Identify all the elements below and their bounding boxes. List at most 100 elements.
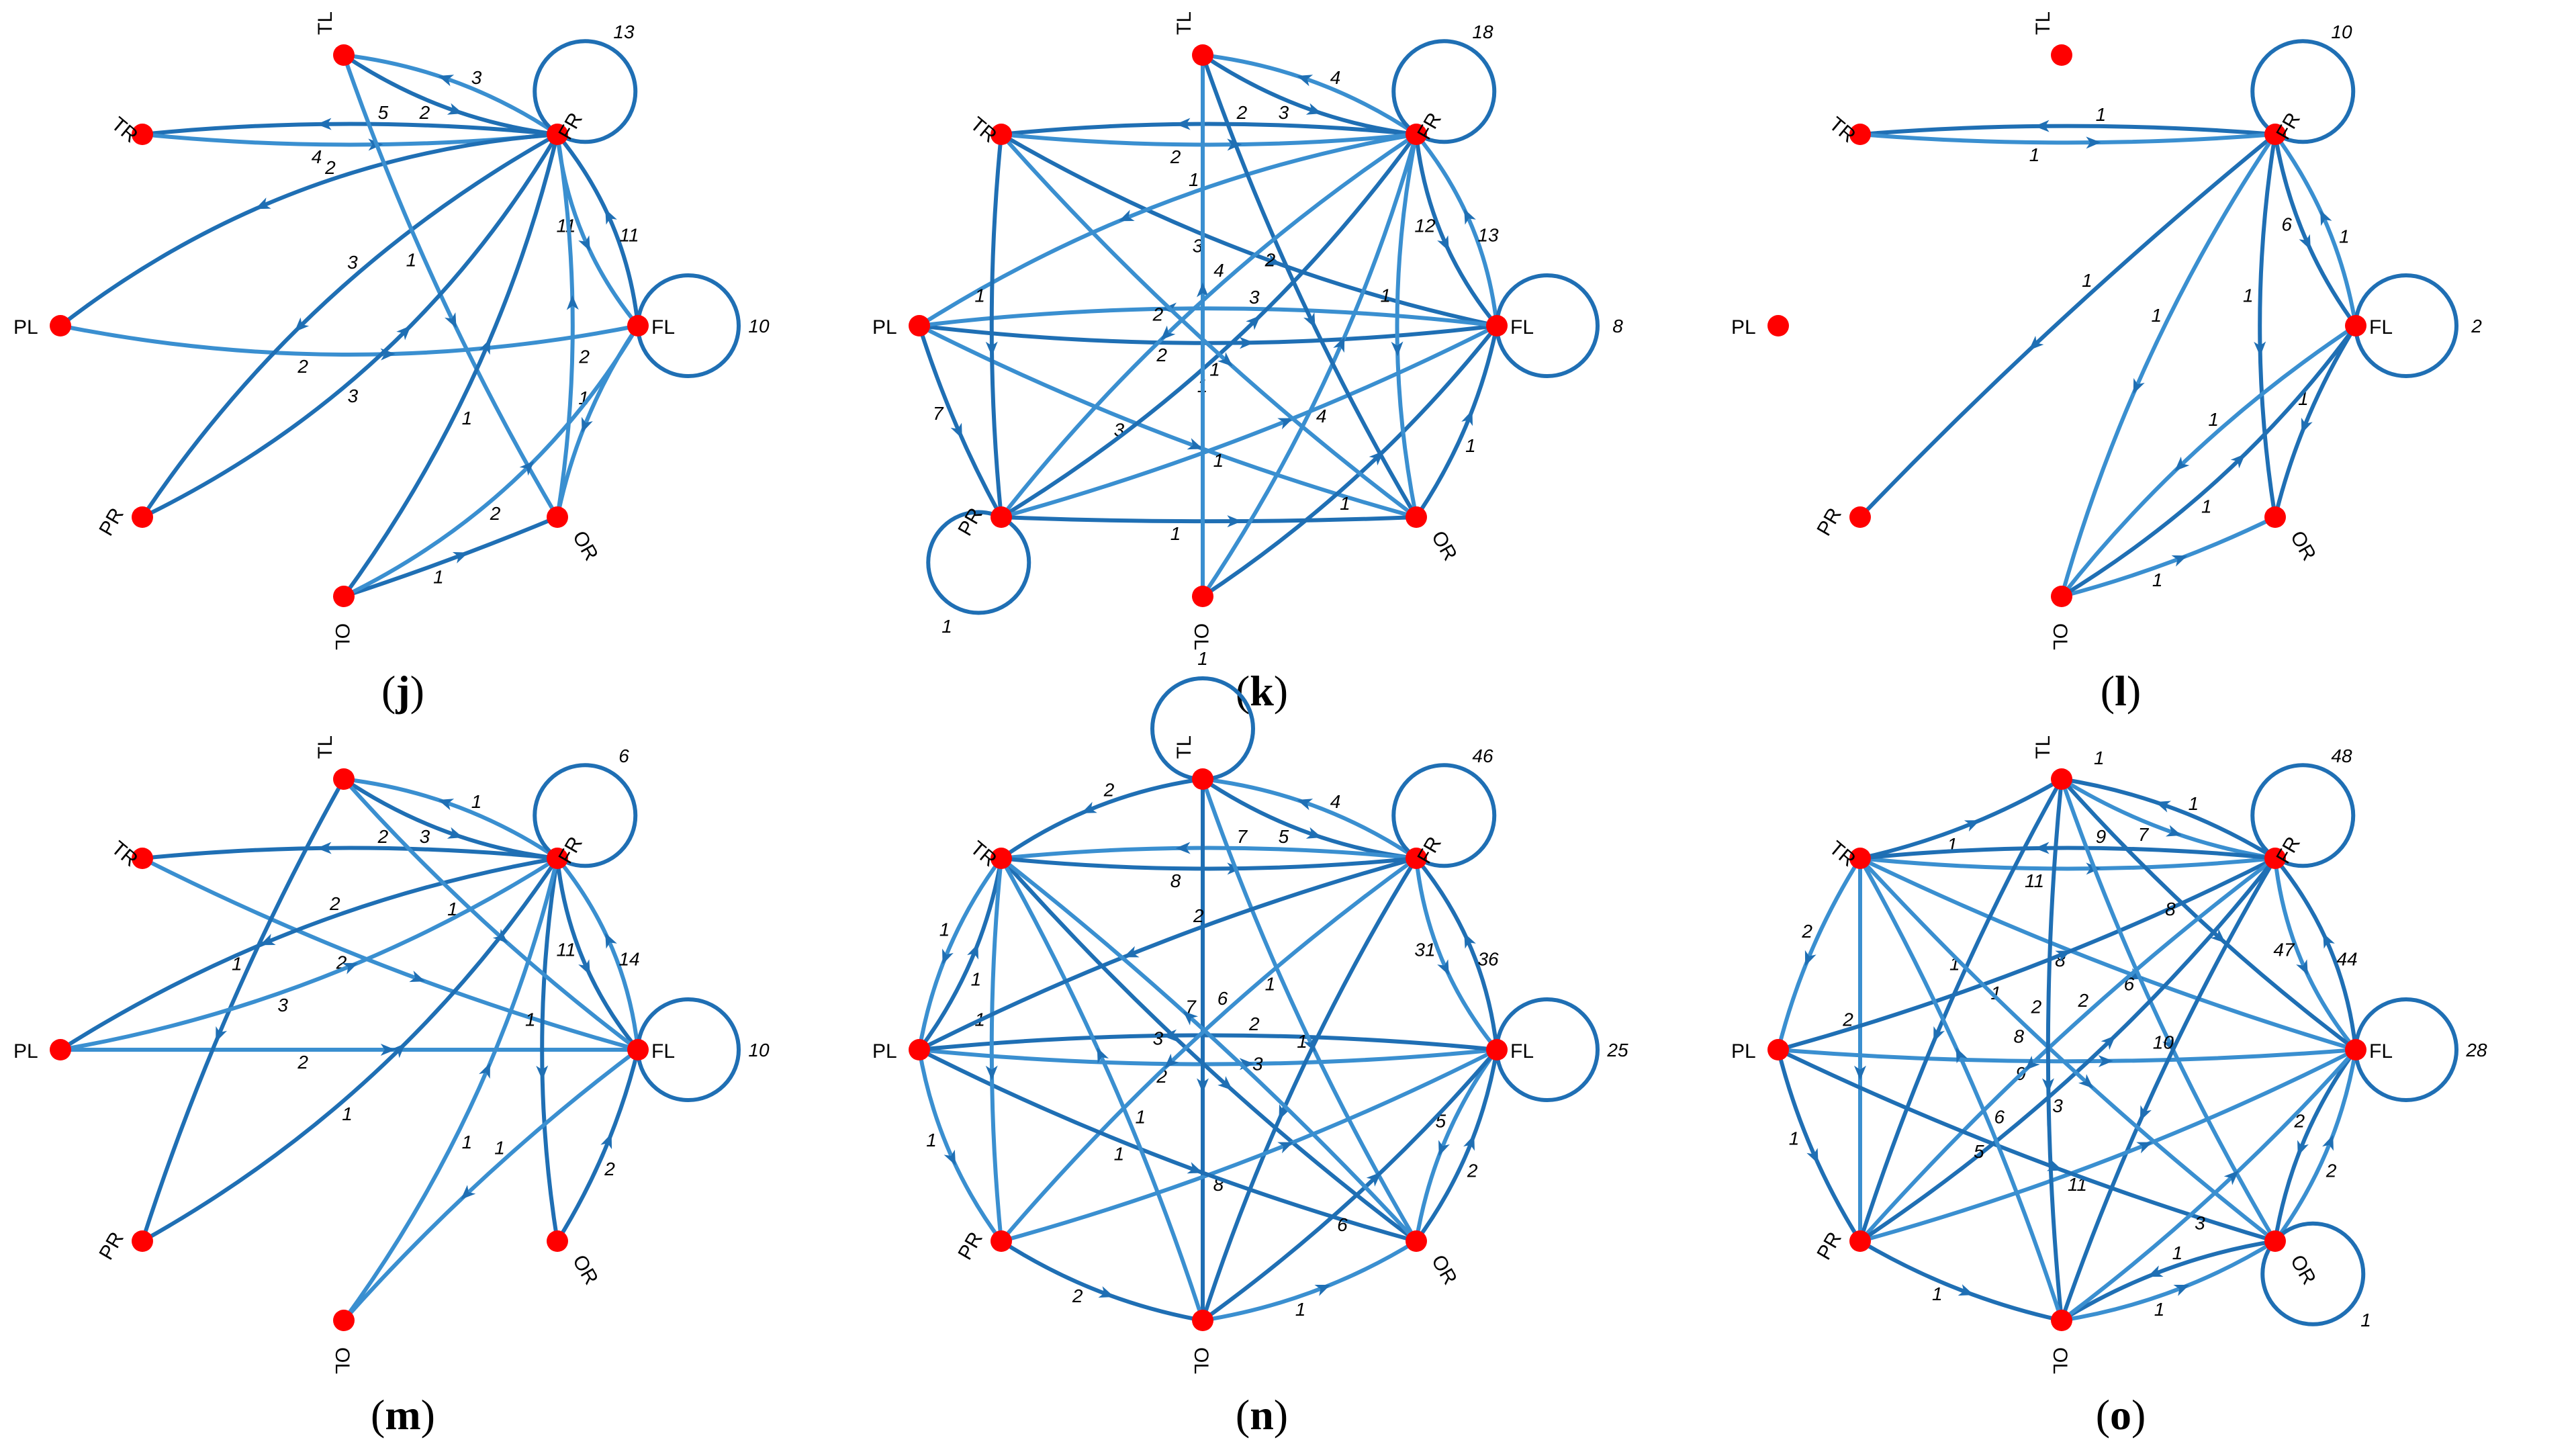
self-loop-weight-label: 8 [1612, 316, 1623, 336]
self-loop-weight-label: 10 [748, 316, 770, 336]
node-fr [2264, 124, 2286, 145]
edge-tl-to-fl [342, 777, 640, 1052]
edge-fr-to-tr [999, 846, 1418, 860]
node-label-pl: PL [872, 1040, 897, 1062]
self-loop-fr [1391, 763, 1497, 868]
edge-ol-to-fr [342, 132, 559, 598]
arrowhead-icon [944, 1149, 956, 1166]
arrowhead-icon [255, 197, 271, 210]
node-label-pl: PL [1731, 316, 1756, 338]
arrowhead-icon [2025, 1055, 2040, 1071]
node-pl [50, 315, 71, 336]
edge-weight-label: 2 [1467, 1160, 1478, 1181]
arrowhead-icon [316, 842, 332, 854]
arrowhead-icon [605, 208, 617, 225]
edge-fr-to-fl [2273, 132, 2358, 328]
arrowhead-icon [1804, 950, 1816, 966]
node-label-ol: OL [1190, 1347, 1212, 1374]
edge-fr-to-ol [1201, 856, 1418, 1322]
edge-tr-to-or [999, 132, 1418, 519]
edge-tr-to-or [999, 856, 1418, 1243]
node-or [547, 506, 568, 528]
node-label-fl: FL [1510, 316, 1534, 338]
arrowhead-icon [2133, 377, 2145, 394]
arrowhead-icon [1175, 842, 1191, 854]
edge-pl-to-pr [917, 324, 1003, 519]
self-loop-fr [2250, 763, 2356, 868]
node-ol [2051, 1310, 2072, 1331]
edge-weight-label: 2 [1072, 1285, 1083, 1306]
self-loop-weight-label: 2 [2471, 316, 2482, 336]
edge-fr-to-pl [58, 132, 559, 328]
arrowhead-icon [2165, 825, 2182, 837]
arrowhead-icon [985, 1065, 998, 1081]
arrowhead-icon [2155, 801, 2172, 813]
edge-weight-label: 3 [1279, 102, 1289, 123]
node-pr [132, 506, 153, 528]
edge-pr-to-fr [140, 132, 559, 519]
edge-tr-to-fl [999, 132, 1499, 328]
panel-caption: (n) [1236, 1391, 1288, 1439]
node-or [1406, 1230, 1427, 1252]
self-loop-or [2260, 1221, 2366, 1326]
edge-weight-label: 1 [525, 1009, 536, 1030]
self-loop-fr [533, 39, 638, 144]
node-label-tl: TL [1173, 11, 1195, 35]
edge-weight-label: 4 [1330, 67, 1341, 88]
panel-caption: (m) [371, 1391, 435, 1439]
edge-fl-to-fr [2273, 132, 2358, 328]
node-label-fl: FL [1510, 1040, 1534, 1062]
edge-weight-label: 1 [2029, 144, 2040, 165]
node-label-pr: PR [954, 504, 986, 540]
edge-pr-to-fr [999, 132, 1418, 519]
edge-weight-label: 1 [971, 969, 982, 990]
panel-o: 1711194744212111228191682101138532648281… [1731, 735, 2487, 1439]
edge-weight-label: 1 [926, 1130, 937, 1150]
self-loop-weight-label: 28 [2465, 1040, 2487, 1060]
arrowhead-icon [1118, 210, 1135, 222]
edge-weight-label: 1 [2154, 1299, 2165, 1320]
edge-weight-label: 3 [1249, 287, 1260, 308]
arrowhead-icon [316, 118, 332, 130]
edge-pl-to-fl [917, 324, 1499, 345]
arrowhead-icon [2034, 842, 2050, 854]
arrowhead-icon [1227, 515, 1242, 528]
self-loop-fr [533, 763, 638, 868]
edge-weight-label: 2 [2031, 997, 2042, 1017]
edge-weight-label: 5 [1974, 1141, 1984, 1162]
node-fl [2345, 1039, 2366, 1060]
arrowhead-icon [452, 552, 469, 563]
node-fl [1486, 1039, 1508, 1060]
node-label-ol: OL [331, 623, 353, 650]
self-loop-pr [926, 510, 1031, 615]
node-label-or: OR [568, 527, 602, 564]
edge-weight-label: 1 [2172, 1242, 2183, 1263]
edge-weight-label: 1 [1465, 435, 1476, 456]
node-fr [2264, 848, 2286, 869]
node-or [547, 1230, 568, 1252]
arrowhead-icon [438, 799, 455, 811]
arrowhead-icon [1437, 235, 1449, 252]
edge-weight-label: 11 [2025, 870, 2044, 891]
edge-pl-to-tr [917, 856, 1003, 1052]
edge-weight-label: 2 [2078, 990, 2089, 1011]
arrowhead-icon [2223, 1170, 2239, 1185]
edge-weight-label: 1 [2082, 270, 2092, 291]
edge-tr-to-fl [1858, 856, 2358, 1052]
node-pr [991, 1230, 1012, 1252]
self-loop-weight-label: 46 [1472, 745, 1493, 766]
edge-tl-to-or [1201, 53, 1418, 519]
edge-ol-to-or [342, 515, 559, 598]
edge-fr-to-fl [1414, 856, 1499, 1052]
edge-weight-label: 36 [1477, 949, 1499, 970]
edge-pl-to-or [1776, 1048, 2277, 1243]
edge-fr-to-tr [1858, 846, 2277, 860]
edge-weight-label: 2 [1193, 905, 1204, 926]
arrowhead-icon [1097, 1047, 1109, 1064]
edge-weight-label: 1 [939, 919, 950, 940]
arrowhead-icon [2322, 1134, 2334, 1151]
arrowhead-icon [1305, 103, 1322, 115]
